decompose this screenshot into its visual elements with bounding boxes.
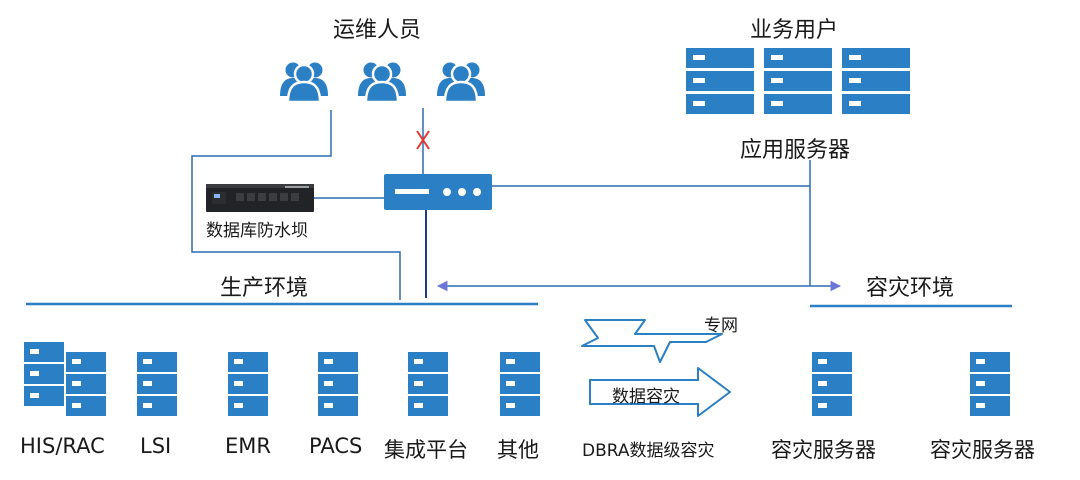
dr-env-label: 容灾环境 bbox=[866, 276, 955, 301]
blocked-x-icon bbox=[416, 130, 430, 150]
lsi-server-icon bbox=[137, 352, 177, 416]
prod-server-label: HIS/RAC bbox=[20, 434, 105, 458]
ops-user-icon bbox=[358, 63, 406, 103]
dr-server-label: 容灾服务器 bbox=[771, 438, 876, 462]
dr-server-label: 容灾服务器 bbox=[930, 438, 1035, 462]
data-dr-arrow-icon bbox=[589, 367, 731, 417]
prod-server-label: EMR bbox=[225, 434, 271, 458]
ops-user-icon bbox=[437, 63, 485, 103]
prod-server-label: PACS bbox=[309, 434, 363, 458]
ops-staff-label: 运维人员 bbox=[333, 18, 422, 43]
emr-server-icon bbox=[228, 352, 268, 416]
app-server-rack-icon bbox=[686, 48, 754, 114]
ops-staff-group bbox=[280, 63, 485, 103]
dbra-label: DBRA数据级容灾 bbox=[582, 441, 715, 461]
gateway-device-icon bbox=[384, 174, 492, 210]
private-network-label: 专网 bbox=[704, 316, 738, 336]
dr-server-icon bbox=[970, 352, 1010, 416]
dr-server-icon bbox=[812, 352, 852, 416]
production-env-label: 生产环境 bbox=[220, 276, 309, 301]
db-firewall-label: 数据库防水坝 bbox=[206, 221, 308, 241]
other-server-icon bbox=[500, 352, 540, 416]
connection-lines bbox=[191, 108, 842, 300]
app-server-rack-icon bbox=[842, 48, 910, 114]
ops-user-icon bbox=[280, 63, 328, 103]
private-network-bolt-icon bbox=[581, 319, 723, 363]
app-server-rack-icon bbox=[764, 48, 832, 114]
integration-platform-server-icon bbox=[408, 352, 448, 416]
business-users-label: 业务用户 bbox=[750, 18, 839, 43]
app-servers-group bbox=[686, 48, 910, 114]
prod-server-label: 其他 bbox=[497, 438, 539, 462]
his-rac-server-icon bbox=[24, 342, 106, 416]
ops-to-production-line bbox=[191, 110, 401, 300]
prod-server-label: LSI bbox=[140, 434, 172, 458]
app-servers-label: 应用服务器 bbox=[740, 138, 851, 163]
pacs-server-icon bbox=[318, 352, 358, 416]
prod-server-label: 集成平台 bbox=[384, 438, 468, 462]
db-firewall-device-icon bbox=[206, 184, 314, 212]
data-dr-label: 数据容灾 bbox=[612, 387, 680, 407]
